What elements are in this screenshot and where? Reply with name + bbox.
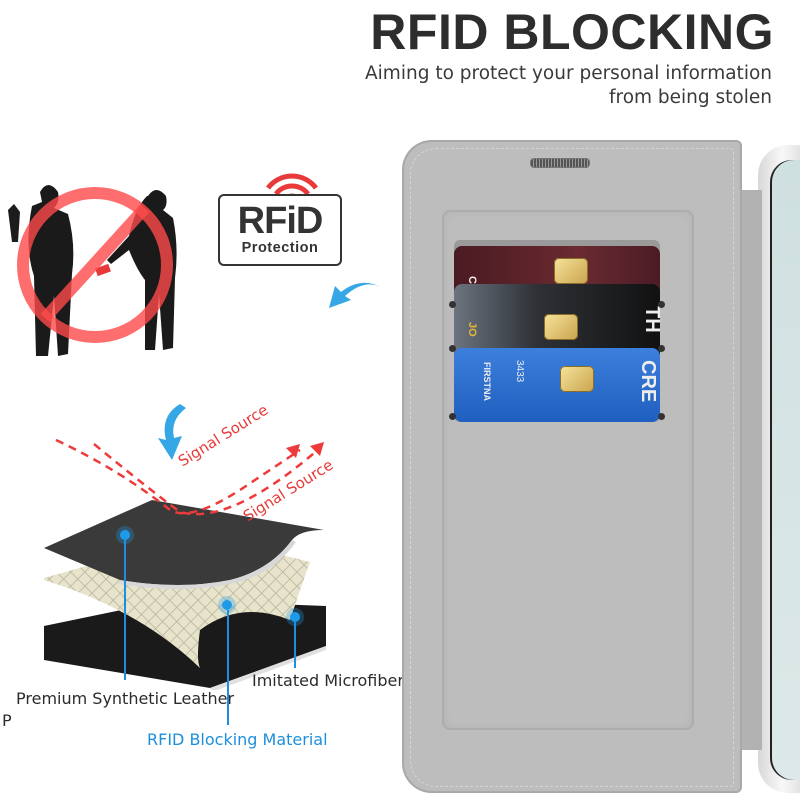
pickpocket-prohibited-icon [8, 185, 177, 356]
blue-credit-card: CRE 3433 FIRSTNA [454, 348, 660, 422]
stray-letter: P [2, 711, 12, 730]
premium-synthetic-leather-label: Premium Synthetic Leather [16, 689, 235, 708]
card-chip-icon [554, 258, 588, 284]
rfid-blocking-material-label: RFID Blocking Material [147, 730, 328, 749]
badge-rfid-text: RFiD [237, 200, 324, 242]
slot-rivet [658, 345, 665, 352]
curved-arrow-down-icon [158, 404, 186, 460]
blue-card-text: CRE [637, 360, 659, 403]
imitated-microfiber-label: Imitated Microfiber [252, 671, 404, 690]
page-subtitle: Aiming to protect your personal informat… [340, 62, 772, 110]
slot-rivet [658, 301, 665, 308]
case-stitching [410, 148, 734, 787]
curved-arrow-left-icon [329, 282, 383, 308]
earpiece-speaker-icon [530, 158, 590, 168]
case-hinge [742, 190, 762, 750]
blue-card-name: FIRSTNA [482, 362, 492, 401]
middle-layer-marker [222, 600, 232, 610]
blue-card-number: 3433 [514, 360, 525, 383]
subtitle-line-1: Aiming to protect your personal informat… [365, 63, 772, 84]
top-layer-leader [124, 540, 126, 680]
middle-layer-leader [227, 610, 229, 725]
slot-rivet [658, 413, 665, 420]
bottom-layer-marker [290, 612, 300, 622]
subtitle-line-2: from being stolen [608, 87, 772, 108]
black-card-text: TH [641, 306, 660, 333]
card-slot-window: CA TH JO CRE 3433 FIRSTNA [454, 240, 660, 422]
slot-rivet [449, 345, 456, 352]
layer-diagram [44, 438, 326, 690]
card-chip-icon [560, 366, 594, 392]
page-title: RFID BLOCKING [370, 4, 774, 60]
badge-protection-text: Protection [241, 240, 319, 256]
top-layer-marker [120, 530, 130, 540]
phone-screen [770, 160, 800, 780]
bottom-layer-leader [294, 622, 296, 668]
slot-rivet [449, 301, 456, 308]
rfid-protection-badge: RFiD Protection [218, 194, 342, 266]
card-chip-icon [544, 314, 578, 340]
black-card-name: JO [466, 322, 478, 337]
slot-rivet [449, 413, 456, 420]
